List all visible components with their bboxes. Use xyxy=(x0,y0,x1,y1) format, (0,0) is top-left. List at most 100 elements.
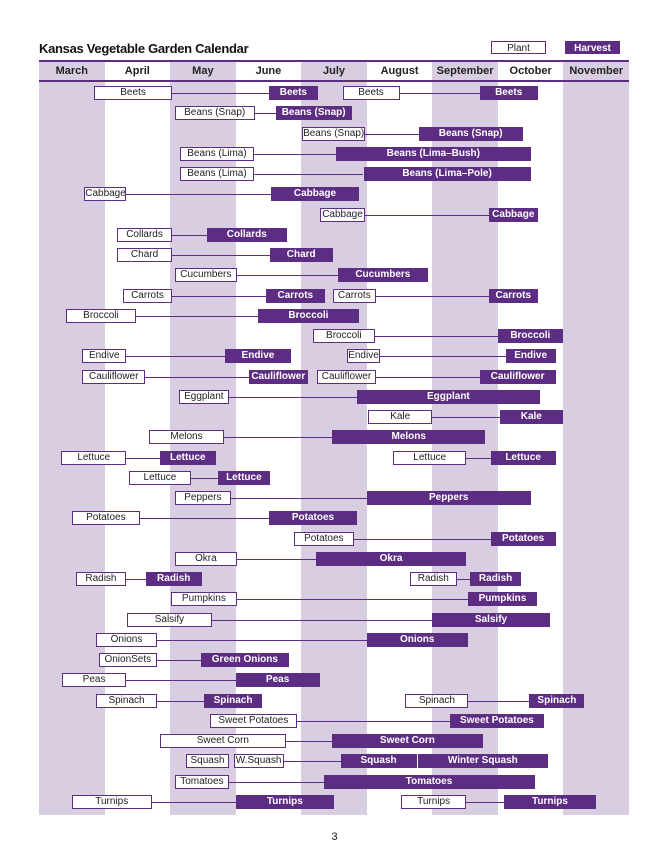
plant-bar: Lettuce xyxy=(61,450,127,465)
harvest-bar: Winter Squash xyxy=(417,754,548,769)
plant-bar: Radish xyxy=(75,572,127,586)
plant-bar: Collards xyxy=(117,227,173,242)
harvest-bar: Cauliflower xyxy=(248,369,308,384)
month-label: August xyxy=(380,65,419,77)
connector-line xyxy=(254,113,276,115)
plant-bar: Lettuce xyxy=(393,450,467,465)
plant-bar: Sweet Corn xyxy=(159,734,287,748)
harvest-bar: Onions xyxy=(366,632,468,647)
connector-line xyxy=(223,437,333,439)
harvest-bar: Sweet Corn xyxy=(332,734,483,748)
plant-bar: Pumpkins xyxy=(170,592,237,607)
harvest-bar: Melons xyxy=(332,430,486,445)
connector-line xyxy=(236,558,316,560)
plant-bar: Beans (Snap) xyxy=(301,126,366,141)
harvest-bar: Potatoes xyxy=(490,531,556,546)
plant-bar: Potatoes xyxy=(71,511,140,526)
plant-bar: Cabbage xyxy=(319,207,366,222)
harvest-bar: Kale xyxy=(499,410,563,424)
connector-line xyxy=(172,93,270,94)
harvest-bar: Lettuce xyxy=(217,470,270,485)
month-label: April xyxy=(124,65,150,77)
plant-bar: Endive xyxy=(347,349,380,364)
connector-line xyxy=(365,214,489,216)
connector-line xyxy=(229,396,357,398)
plant-bar: Potatoes xyxy=(294,531,354,546)
harvest-bar: Cauliflower xyxy=(479,369,556,384)
harvest-bar: Beans (Lima–Bush) xyxy=(335,146,531,161)
harvest-bar: Sweet Potatoes xyxy=(450,713,544,728)
plant-bar: Beets xyxy=(342,86,400,100)
connector-line xyxy=(353,538,491,540)
connector-line xyxy=(172,234,207,236)
plant-bar: Sweet Potatoes xyxy=(210,713,297,728)
harvest-bar: Radish xyxy=(469,572,522,586)
month-stripe xyxy=(39,61,105,815)
harvest-bar: Potatoes xyxy=(269,511,357,526)
harvest-bar: Cabbage xyxy=(488,207,538,222)
connector-line xyxy=(191,477,218,479)
plant-bar: Cauliflower xyxy=(316,369,376,384)
plant-bar: Endive xyxy=(82,349,127,364)
connector-line xyxy=(229,781,324,783)
plant-bar: Cucumbers xyxy=(174,268,237,283)
harvest-bar: Radish xyxy=(145,572,202,586)
plant-bar: Salsify xyxy=(126,612,213,627)
plant-bar: Turnips xyxy=(71,794,152,809)
harvest-bar: Green Onions xyxy=(200,653,289,667)
plant-bar: Turnips xyxy=(400,794,467,809)
harvest-bar: Eggplant xyxy=(356,389,540,404)
plant-bar: Lettuce xyxy=(128,470,192,485)
harvest-bar: Beans (Snap) xyxy=(275,106,352,121)
connector-line xyxy=(283,761,341,763)
harvest-bar: Chard xyxy=(269,248,333,262)
month-label: November xyxy=(569,65,624,77)
month-stripe xyxy=(563,61,629,815)
connector-line xyxy=(375,295,489,297)
connector-line xyxy=(157,660,201,661)
connector-line xyxy=(151,801,236,803)
connector-line xyxy=(375,376,480,378)
harvest-bar: Turnips xyxy=(235,794,334,809)
connector-line xyxy=(126,356,226,358)
harvest-bar: Broccoli xyxy=(257,308,359,323)
plant-bar: Carrots xyxy=(332,288,376,303)
connector-line xyxy=(145,376,249,378)
plant-bar: Beans (Lima) xyxy=(179,146,254,161)
connector-line xyxy=(231,498,367,499)
plant-bar: Radish xyxy=(410,572,457,586)
header-top-rule xyxy=(39,60,629,62)
legend-harvest: Harvest xyxy=(565,41,620,54)
plant-bar: Chard xyxy=(117,248,173,262)
plant-bar: Peas xyxy=(61,673,127,688)
harvest-bar: Lettuce xyxy=(490,450,556,465)
plant-bar: Cabbage xyxy=(84,187,127,202)
harvest-bar: Peppers xyxy=(366,491,531,505)
harvest-bar: Endive xyxy=(505,349,556,364)
harvest-bar: Turnips xyxy=(503,794,597,809)
plant-bar: Beans (Snap) xyxy=(174,106,255,121)
page-number: 3 xyxy=(331,831,338,843)
harvest-bar: Carrots xyxy=(488,288,538,303)
plant-bar: Onions xyxy=(96,632,157,647)
harvest-bar: Endive xyxy=(225,349,291,364)
harvest-bar: Beets xyxy=(269,86,318,100)
harvest-bar: Spinach xyxy=(529,693,585,708)
connector-line xyxy=(172,295,266,297)
plant-bar: Broccoli xyxy=(65,308,137,323)
connector-line xyxy=(254,153,336,155)
plant-bar: Peppers xyxy=(174,491,232,505)
connector-line xyxy=(236,599,469,601)
connector-line xyxy=(212,619,432,621)
plant-bar: Okra xyxy=(174,551,237,566)
connector-line xyxy=(157,700,205,702)
connector-line xyxy=(126,579,146,580)
month-label: March xyxy=(55,65,88,77)
plant-bar: Beets xyxy=(94,86,173,100)
harvest-bar: Cabbage xyxy=(271,187,359,202)
connector-line xyxy=(126,457,160,459)
plant-bar: Spinach xyxy=(405,693,469,708)
month-label: October xyxy=(509,65,552,77)
plant-bar: W.Squash xyxy=(233,754,284,769)
